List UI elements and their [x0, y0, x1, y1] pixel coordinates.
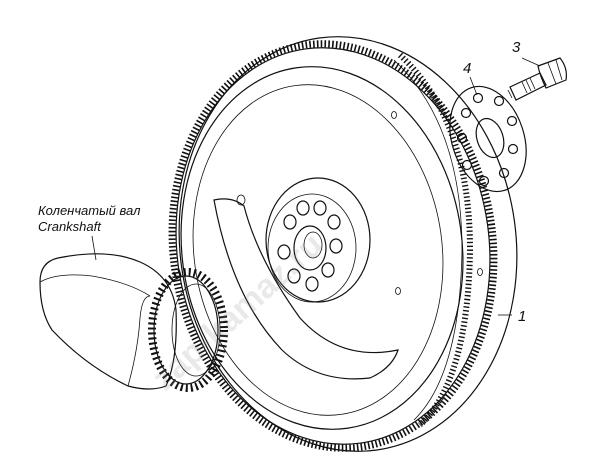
- ring-gear-root: [175, 47, 491, 445]
- bolt-thread: [521, 77, 536, 94]
- leader-line-crankshaft: [91, 235, 97, 261]
- centre-bore: [293, 225, 327, 271]
- hub-bolt-holes: [277, 200, 343, 292]
- crankshaft-gear-face: [171, 283, 221, 377]
- face-hole-3: [477, 268, 483, 276]
- face-hole-4: [391, 111, 397, 119]
- bolt-head: [537, 57, 567, 89]
- flywheel-rim-back: [178, 36, 518, 452]
- callout-1: 1: [518, 308, 526, 325]
- face-hole-1: [236, 194, 246, 206]
- callout-3: 3: [512, 39, 521, 56]
- face-hole-2: [395, 287, 401, 295]
- leader-line-4: [469, 76, 478, 96]
- hub-boss-inner: [267, 193, 357, 303]
- hub-boss: [265, 177, 371, 303]
- ring-gear-inner-edge: [393, 59, 463, 421]
- crankshaft-gear: [153, 275, 219, 385]
- ring-gear-inner-teeth: [397, 52, 474, 428]
- centre-bore-inner: [303, 231, 323, 259]
- ring-gear-teeth: [168, 40, 498, 452]
- leader-line-3: [521, 57, 541, 67]
- crankshaft-label-ru: Коленчатый вал: [38, 203, 141, 218]
- callout-4: 4: [463, 60, 471, 77]
- flywheel-face: [180, 66, 464, 430]
- crankshaft-web: [39, 253, 177, 390]
- washer-plate: [449, 85, 527, 193]
- flywheel-bolt: [507, 57, 567, 101]
- crankshaft: [39, 253, 228, 392]
- flywheel-face-inner-edge: [192, 84, 444, 416]
- bolt-head-flats: [547, 59, 563, 85]
- bolt-shank: [509, 72, 547, 101]
- flywheel-recess: [213, 198, 399, 380]
- watermark-text: zap-kamaz.ru: [145, 226, 331, 398]
- flywheel: [168, 36, 518, 452]
- crankshaft-gear-teeth: [148, 268, 228, 392]
- crankshaft-web-edge: [39, 274, 151, 297]
- crankshaft-label-en: Crankshaft: [38, 219, 102, 234]
- crankshaft-web-side: [127, 295, 151, 387]
